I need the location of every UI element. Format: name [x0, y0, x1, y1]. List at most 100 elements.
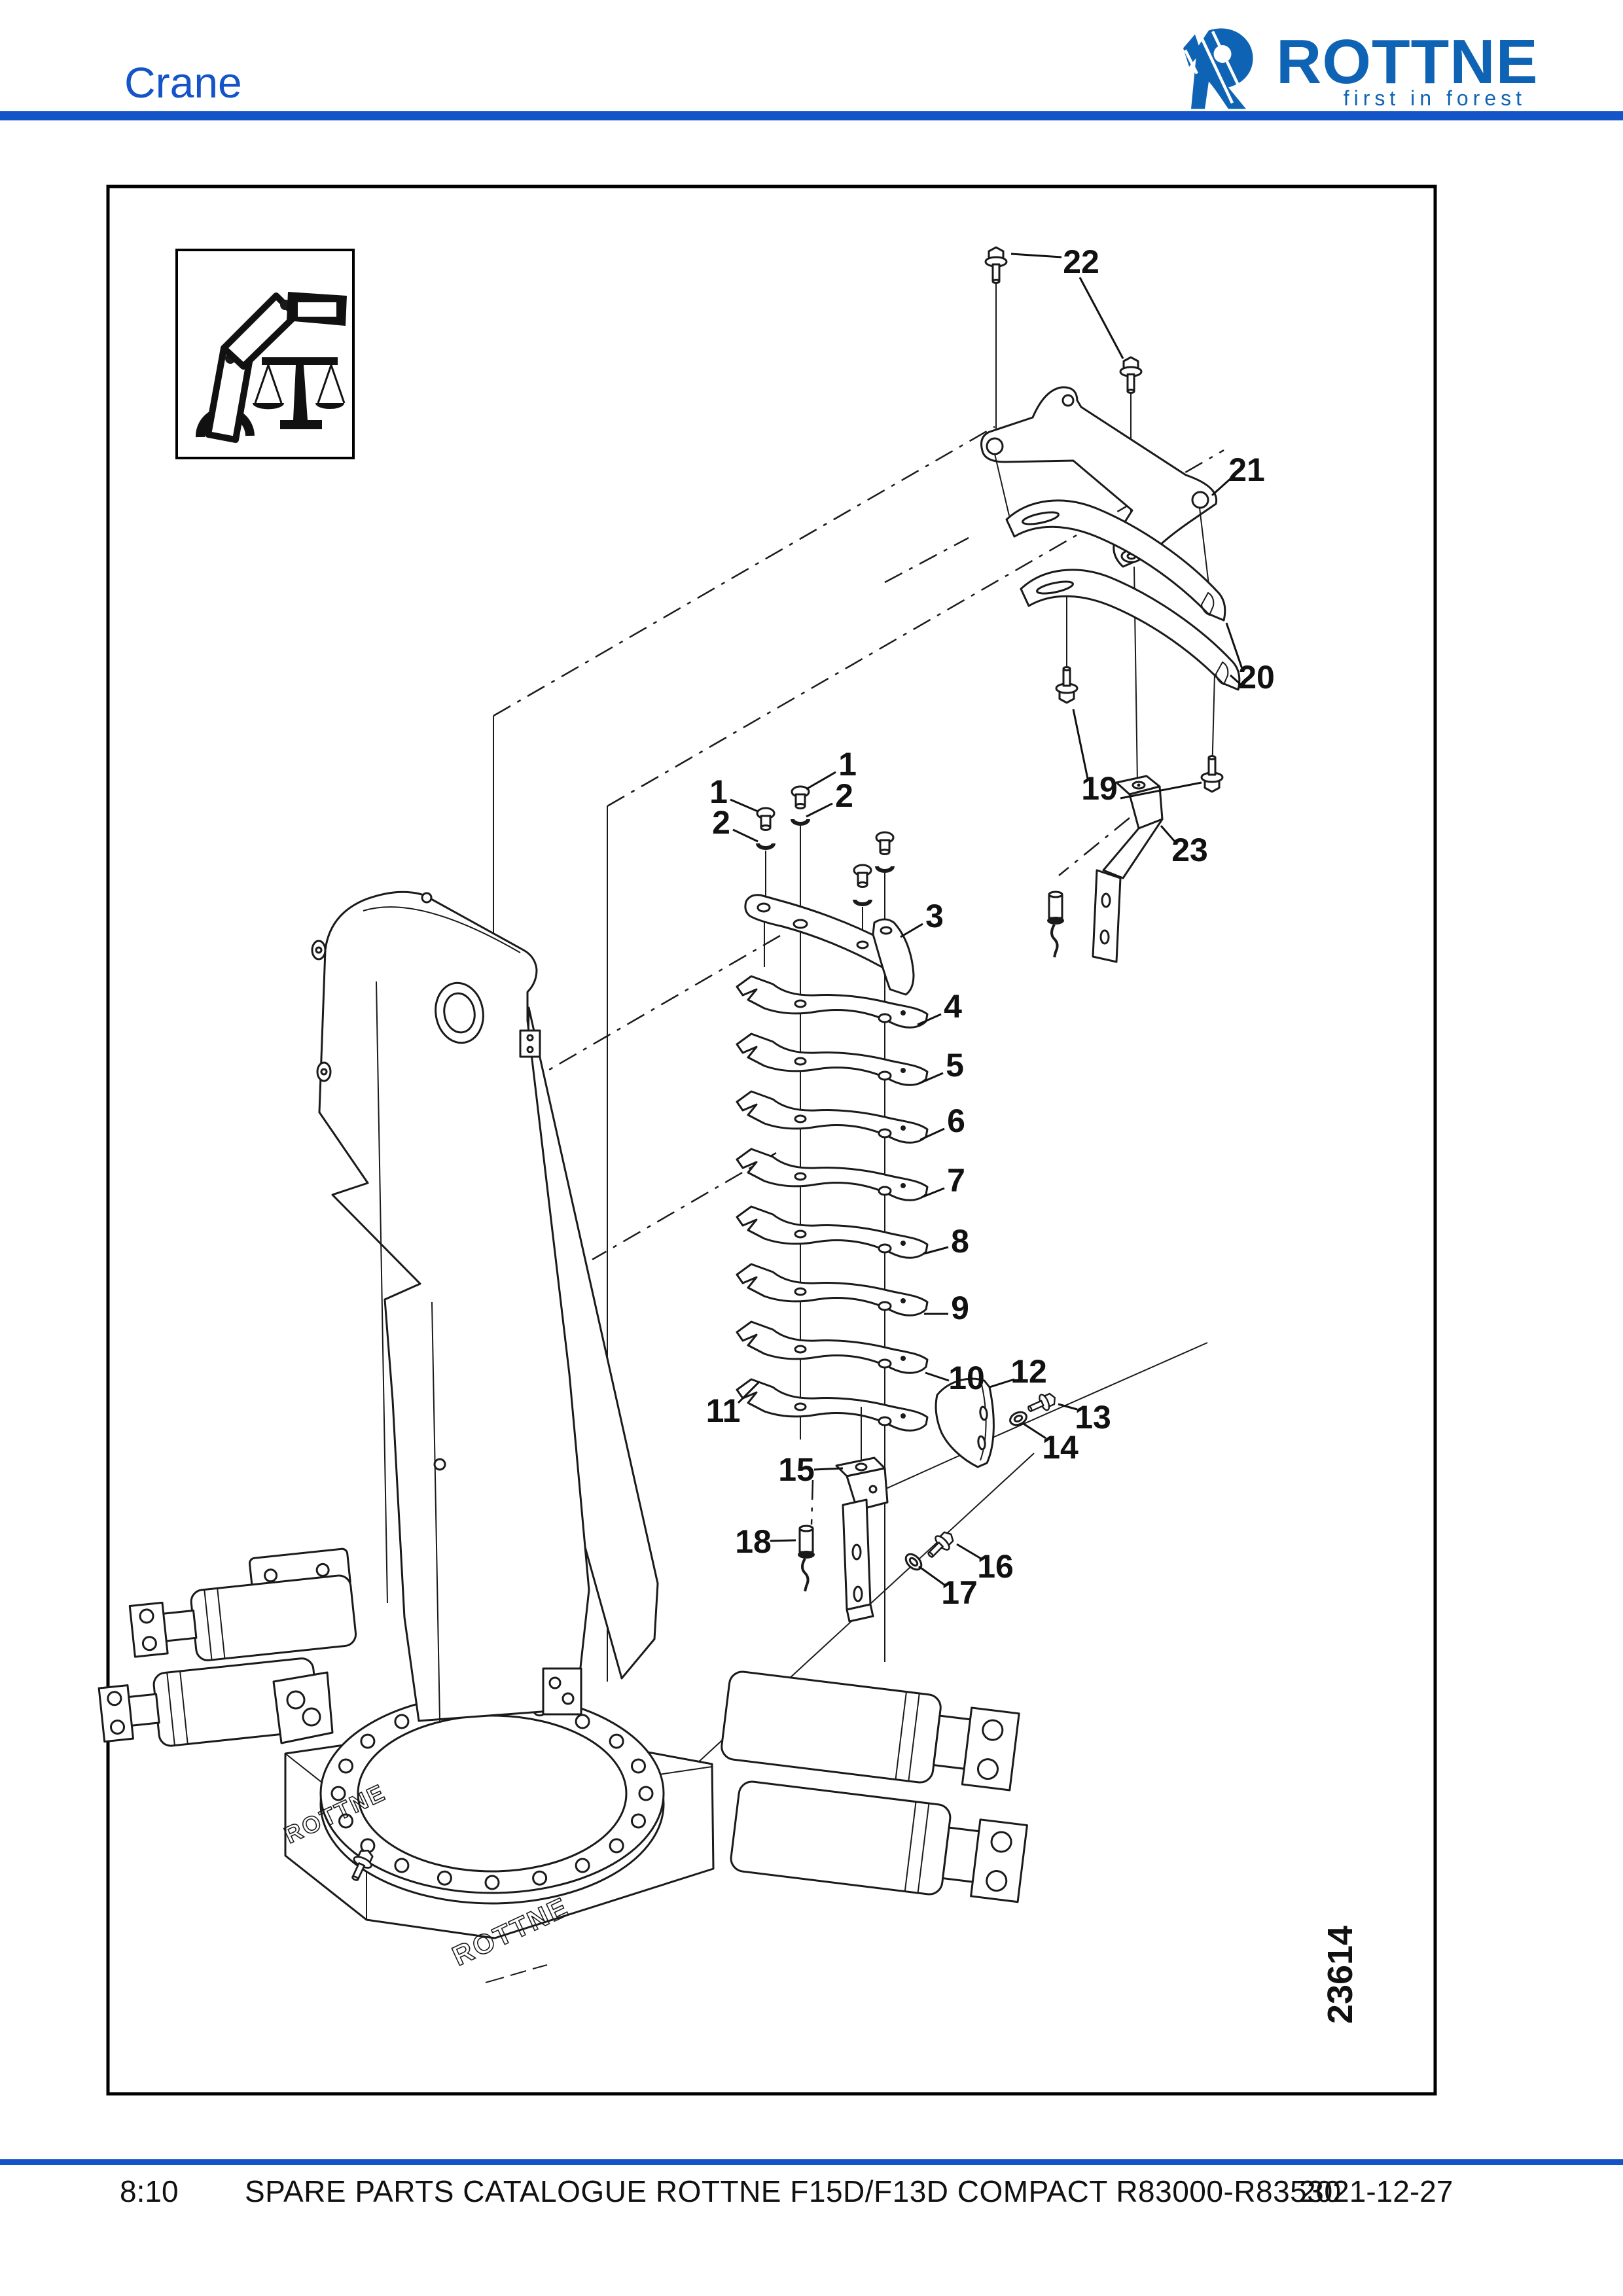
- callout-1: 1: [838, 746, 857, 783]
- flange-bolt: [394, 1714, 410, 1729]
- callout-3: 3: [925, 898, 944, 934]
- flange-bolt: [575, 1714, 590, 1729]
- callout-23: 23: [1171, 832, 1208, 868]
- washer-2a: [758, 843, 774, 848]
- bolt-1b: [791, 785, 810, 809]
- callout-6-leader: [919, 1127, 945, 1141]
- bolt-1d: [875, 831, 895, 855]
- callout-11-leader: [737, 1381, 760, 1404]
- callout-2: 2: [835, 777, 853, 814]
- guard-bracket-12-assembly: [858, 1342, 1208, 1502]
- logo-leaf-shape: [1183, 34, 1201, 67]
- callout-1: 1: [709, 773, 728, 810]
- callout-2: 2: [712, 804, 730, 841]
- shim-plate-7: [736, 1148, 929, 1201]
- flange-bolt: [394, 1858, 410, 1873]
- flange-bolt: [609, 1733, 624, 1749]
- base-gusset: [272, 1671, 334, 1744]
- callout-18-leader: [770, 1539, 796, 1542]
- shim-plate-9: [736, 1263, 929, 1316]
- callout-19-leader: [1072, 709, 1089, 779]
- callout-20: 20: [1238, 659, 1275, 696]
- callout-8-leader: [923, 1246, 949, 1255]
- callout-4-leader: [917, 1013, 942, 1026]
- diagram-frame: [106, 185, 1437, 2096]
- callout-1-leader: [730, 798, 758, 813]
- grease-nipple-18: [796, 1525, 816, 1593]
- callout-10: 10: [948, 1360, 985, 1396]
- bolt-1a: [756, 807, 776, 831]
- crane-pillar: [318, 891, 590, 1722]
- callout-14: 14: [1042, 1429, 1079, 1466]
- washer-17: [904, 1553, 923, 1571]
- callout-22-leader: [1079, 277, 1124, 359]
- bolt-22a: [984, 246, 1008, 284]
- callout-8: 8: [951, 1223, 969, 1260]
- counterweight-bracket-assembly: [980, 246, 1241, 793]
- rottne-logo: ROTTNE first in forest: [1171, 26, 1538, 115]
- callout-1-leader: [806, 771, 836, 790]
- flange-bolt: [360, 1733, 376, 1749]
- shim-plate-11: [736, 1378, 929, 1432]
- bolt-22b: [1119, 356, 1143, 394]
- callout-22: 22: [1063, 243, 1099, 280]
- callout-17-leader: [918, 1565, 945, 1586]
- washer-2c: [855, 900, 870, 904]
- logo-tagline-text: first in forest: [1343, 86, 1526, 110]
- callout-10-leader: [925, 1371, 950, 1382]
- callout-2-leader: [732, 828, 758, 843]
- callout-7-leader: [921, 1187, 945, 1199]
- callout-2-leader: [806, 802, 833, 818]
- callout-13: 13: [1075, 1399, 1111, 1436]
- callout-11: 11: [706, 1392, 741, 1429]
- flange-bolt: [338, 1813, 353, 1829]
- footer-page-ref: 8:10: [120, 2174, 179, 2208]
- callout-15: 15: [778, 1451, 815, 1488]
- logo-hatch-lines: [1183, 31, 1244, 104]
- callout-17: 17: [941, 1574, 978, 1611]
- callout-5-leader: [918, 1072, 944, 1085]
- bolt-19b: [1200, 755, 1224, 793]
- shim-plate-10: [736, 1320, 929, 1374]
- callout-12-leader: [989, 1378, 1015, 1388]
- flange-bolt: [638, 1786, 654, 1801]
- callout-23-leader: [1160, 825, 1176, 842]
- bolt-16: [922, 1527, 959, 1563]
- logo-brand-text: ROTTNE: [1276, 27, 1539, 97]
- washer-2d: [877, 866, 893, 871]
- callout-9: 9: [951, 1290, 969, 1326]
- left-cylinder-group: [98, 1547, 357, 1747]
- flange-bolt: [575, 1858, 590, 1873]
- right-cylinder-group: [721, 1670, 1028, 1903]
- bolt-13: [1024, 1389, 1060, 1418]
- footer-catalogue-title: SPARE PARTS CATALOGUE ROTTNE F15D/F13D C…: [245, 2174, 1342, 2208]
- washer-2b: [793, 819, 808, 824]
- callout-20-leader: [1225, 622, 1243, 669]
- callout-22-leader: [1010, 253, 1062, 258]
- crane-base: ROTTNE ROTTNE: [98, 891, 1028, 1983]
- flange-bolt: [484, 1875, 500, 1890]
- flange-bolt: [631, 1758, 646, 1774]
- callout-13-leader: [1058, 1403, 1078, 1411]
- drawing-number: 23614: [1321, 1926, 1360, 2024]
- callout-18: 18: [735, 1523, 772, 1560]
- callout-15-leader: [813, 1467, 844, 1471]
- rottne-r-icon: [1183, 28, 1253, 109]
- shim-plate-8: [736, 1205, 929, 1259]
- flange-bolt: [437, 1870, 452, 1886]
- footer-rule: [0, 2159, 1623, 2165]
- callout-16: 16: [977, 1548, 1014, 1585]
- callout-5: 5: [946, 1047, 964, 1084]
- flange-bolt: [532, 1870, 548, 1886]
- washer-14: [1009, 1411, 1027, 1426]
- flange-bolt: [631, 1813, 646, 1829]
- bracket-21: [980, 386, 1218, 568]
- callout-21: 21: [1228, 451, 1265, 488]
- bracket-23-assembly: [1046, 775, 1164, 963]
- callout-20-leader: [1230, 674, 1243, 687]
- callout-4: 4: [944, 988, 962, 1025]
- page-title: Crane: [124, 58, 242, 107]
